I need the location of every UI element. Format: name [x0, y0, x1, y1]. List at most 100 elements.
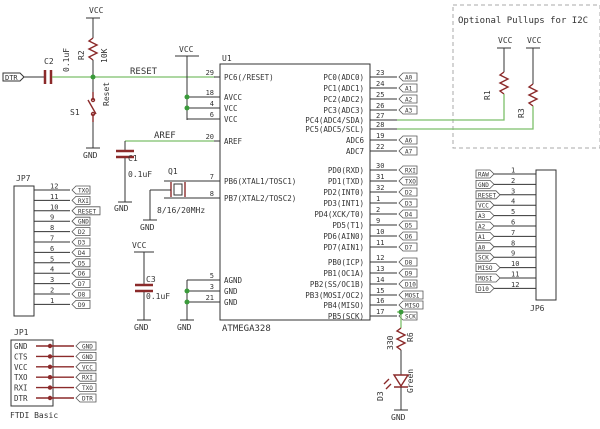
ic-net-flag-shape: [398, 242, 418, 252]
jp6-net-flag-shape: [475, 273, 501, 283]
ic-left-pin-number: 3: [210, 283, 214, 291]
ic-right-pin-number: 26: [376, 102, 384, 110]
ic-left-pin-number: 21: [206, 294, 214, 302]
ic-right-pin-name: PD0(RXD): [328, 166, 364, 175]
ic-right-pin-number: 10: [376, 228, 384, 236]
jp1-pin-name: CTS: [14, 352, 28, 361]
reset-gnd-symbol: [86, 122, 100, 149]
ic-left-pin-name: PC6(/RESET): [224, 73, 274, 82]
c2-value: 0.1uF: [62, 48, 71, 72]
s1-contact-top: [90, 97, 96, 103]
r1-vcc-label: VCC: [498, 36, 513, 45]
ic-right-pin-number: 31: [376, 173, 384, 181]
ic-body: [219, 63, 371, 321]
ic-net-flag-shape: [398, 257, 418, 267]
jp7-pin-number: 10: [50, 203, 58, 211]
ic-right-pin-number: 14: [376, 276, 384, 284]
q1-value: 8/16/20MHz: [157, 206, 205, 215]
jp1-pin-name: TXO: [14, 373, 28, 382]
jp7-net-flag-label: D4: [78, 250, 86, 257]
jp6-pin-number: 1: [511, 167, 515, 175]
avcc-junction: [184, 94, 190, 100]
jp7-pin-number: 12: [50, 183, 58, 191]
s1-switch: [87, 92, 97, 122]
ic-net-flag-label: D4: [405, 212, 413, 219]
jp7-pin-number: 6: [50, 245, 54, 253]
jp1-net-flag-label: VCC: [82, 364, 93, 371]
ic-right-pin-name: PB2(SS/OC1B): [310, 280, 364, 289]
ic-right-pin-number: 13: [376, 265, 384, 273]
jp7-net-flag-label: D2: [78, 229, 86, 236]
c3-gnd-symbol: [137, 292, 151, 321]
ic-right-pin-number: 23: [376, 69, 384, 77]
r3-label: R3: [517, 108, 526, 118]
ic-right-pin-number: 16: [376, 297, 384, 305]
ic-left-pin-number: 4: [210, 100, 214, 108]
r2-vcc-label: VCC: [89, 6, 104, 15]
ic-net-flag-label: TXO: [405, 179, 416, 186]
vcc-top-label: VCC: [179, 45, 194, 54]
c1-value: 0.1uF: [128, 170, 152, 179]
jp1-caption: FTDI Basic: [10, 411, 58, 420]
ic-left-pin-name: VCC: [224, 104, 238, 113]
ic-left-pin-name: VCC: [224, 115, 238, 124]
jp7-net-flag-shape: [71, 216, 91, 226]
optional-pullups-group: Optional Pullups for I2C VCC VCC R1 R3: [452, 4, 600, 149]
c3-circuit: VCC C3 0.1uF GND GND: [132, 241, 214, 332]
ic-left-pin-number: 18: [206, 89, 214, 97]
ic-right-pin-number: 12: [376, 254, 384, 262]
jp7-pin-number: 1: [50, 297, 54, 305]
jp1-net-flag-label: GND: [82, 344, 93, 351]
ic-net-flag-shape: [398, 290, 424, 300]
jp6-pin-number: 11: [511, 271, 519, 279]
ic-gnd-label: GND: [177, 323, 192, 332]
ic-right-pin-name: PB3(MOSI/OC2): [305, 291, 364, 300]
jp7-net-flag-shape: [71, 268, 91, 278]
jp1-pin-name: VCC: [14, 363, 28, 372]
jp6-net-flag-shape: [475, 284, 495, 293]
r1-vcc-symbol: [497, 47, 511, 72]
ic-net-flag-shape: [398, 231, 418, 241]
jp6-pins: RAW1GND2RESET3VCC4A35A26A17A08SCK9MISO10…: [475, 167, 536, 293]
jp1-net-flag-label: GND: [82, 354, 93, 361]
ic-right-pin-number: 15: [376, 287, 384, 295]
ic-net-flag-shape: [398, 176, 418, 186]
ic-gnd-wires: [180, 279, 214, 321]
optional-pullups-title: Optional Pullups for I2C: [458, 16, 588, 26]
jp7-net-flag-label: D7: [78, 281, 86, 288]
jp7-pin-number: 8: [50, 224, 54, 232]
jp6-label: JP6: [530, 304, 545, 313]
led-gnd-label: GND: [391, 413, 406, 422]
jp1-net-flag-label: RXI: [82, 375, 93, 382]
ic-left-pin-number: 8: [210, 190, 214, 198]
r2-label: R2: [77, 50, 86, 60]
jp7-net-flag-label: RESET: [78, 208, 96, 215]
ic-net-flag-shape: [398, 279, 418, 289]
jp7-net-flag-shape: [71, 206, 101, 216]
sck-junction: [398, 309, 404, 315]
ic-net-flag-label: D2: [405, 190, 413, 197]
ic-net-flag-label: D10: [405, 282, 416, 289]
jp7-net-flag-shape: [71, 300, 91, 309]
jp1-pin-name: DTR: [14, 394, 28, 403]
c3-vcc-label: VCC: [132, 241, 147, 250]
q1-gnd-symbol: [143, 189, 171, 221]
ic-right-pin-name: PB1(OC1A): [323, 269, 364, 278]
ic-right-pin-name: PC1(ADC1): [323, 84, 364, 93]
ic-right-pin-name: PD6(AIN0): [323, 232, 364, 241]
ic-right-pin-name: ADC6: [346, 136, 365, 145]
jp7-net-flag-label: D3: [78, 240, 86, 247]
ic-net-flag-shape: [398, 198, 418, 208]
jp1-pin-dot: [47, 354, 53, 359]
jp7-net-flag-shape: [71, 279, 91, 288]
ic-net-flag-label: A3: [405, 108, 413, 115]
vcc-junction: [184, 105, 190, 111]
ic-right-pins: 23PC0(ADC0)A024PC1(ADC1)A125PC2(ADC2)A22…: [305, 69, 424, 321]
supply-circuit: VCC: [175, 45, 214, 120]
jp6-net-flag-label: GND: [478, 182, 489, 189]
jp1-pin-dot: [47, 375, 53, 380]
ic-right-pin-number: 17: [376, 308, 384, 316]
